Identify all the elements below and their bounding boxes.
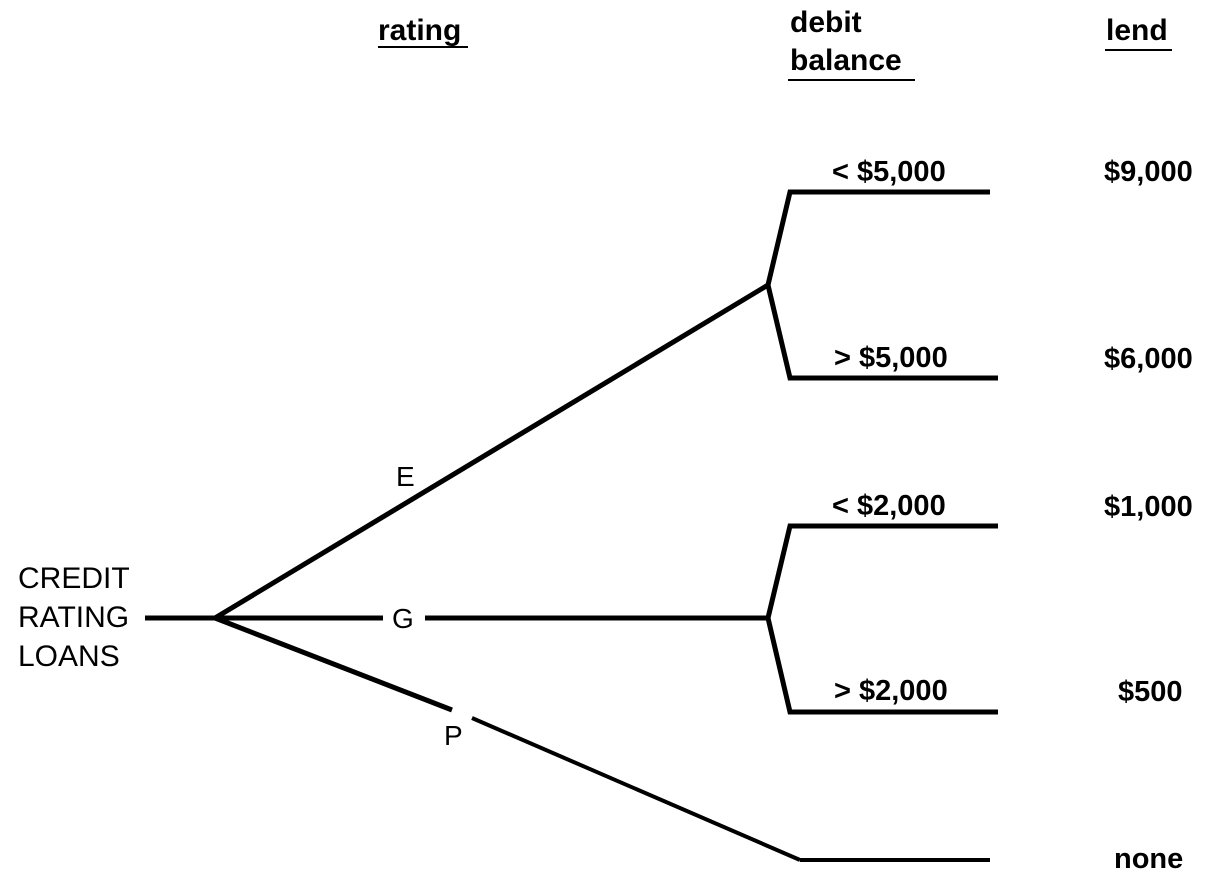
root-label: CREDIT RATING LOANS (18, 562, 130, 673)
edge-rating-e (213, 282, 770, 621)
lend-value-g-low: $1,000 (1104, 491, 1193, 523)
lend-value-g-high: $500 (1118, 676, 1183, 708)
header-rating: rating (378, 14, 461, 47)
lend-values: $9,000 $6,000 $1,000 $500 none (1104, 156, 1193, 875)
header-lend: lend (1106, 14, 1168, 47)
header-debit-line2: balance (790, 44, 902, 77)
tree-edges (145, 189, 998, 862)
lend-value-e-low: $9,000 (1104, 156, 1193, 188)
column-headers: rating debit balance lend (378, 6, 1172, 81)
rating-labels: E G P (392, 461, 463, 751)
edge-e-high (765, 284, 998, 381)
balance-labels: < $5,000 > $5,000 < $2,000 > $2,000 (832, 156, 948, 707)
lend-value-p: none (1114, 843, 1183, 875)
balance-label-g-high: > $2,000 (834, 675, 948, 707)
balance-label-e-low: < $5,000 (832, 156, 946, 188)
balance-label-g-low: < $2,000 (832, 490, 946, 522)
edge-rating-p-left (214, 615, 453, 713)
lend-value-e-high: $6,000 (1104, 343, 1193, 375)
root-label-line3: LOANS (18, 640, 120, 673)
edge-g-low (765, 523, 998, 619)
root-label-line1: CREDIT (18, 562, 130, 595)
header-debit-line1: debit (790, 6, 862, 39)
rating-label-p: P (444, 720, 463, 751)
root-label-line2: RATING (18, 601, 129, 634)
rating-label-g: G (392, 603, 414, 634)
rating-label-e: E (396, 461, 415, 492)
edge-rating-p-right (471, 716, 801, 862)
edge-e-low (765, 189, 990, 286)
edge-g-high (765, 617, 998, 715)
balance-label-e-high: > $5,000 (834, 342, 948, 374)
